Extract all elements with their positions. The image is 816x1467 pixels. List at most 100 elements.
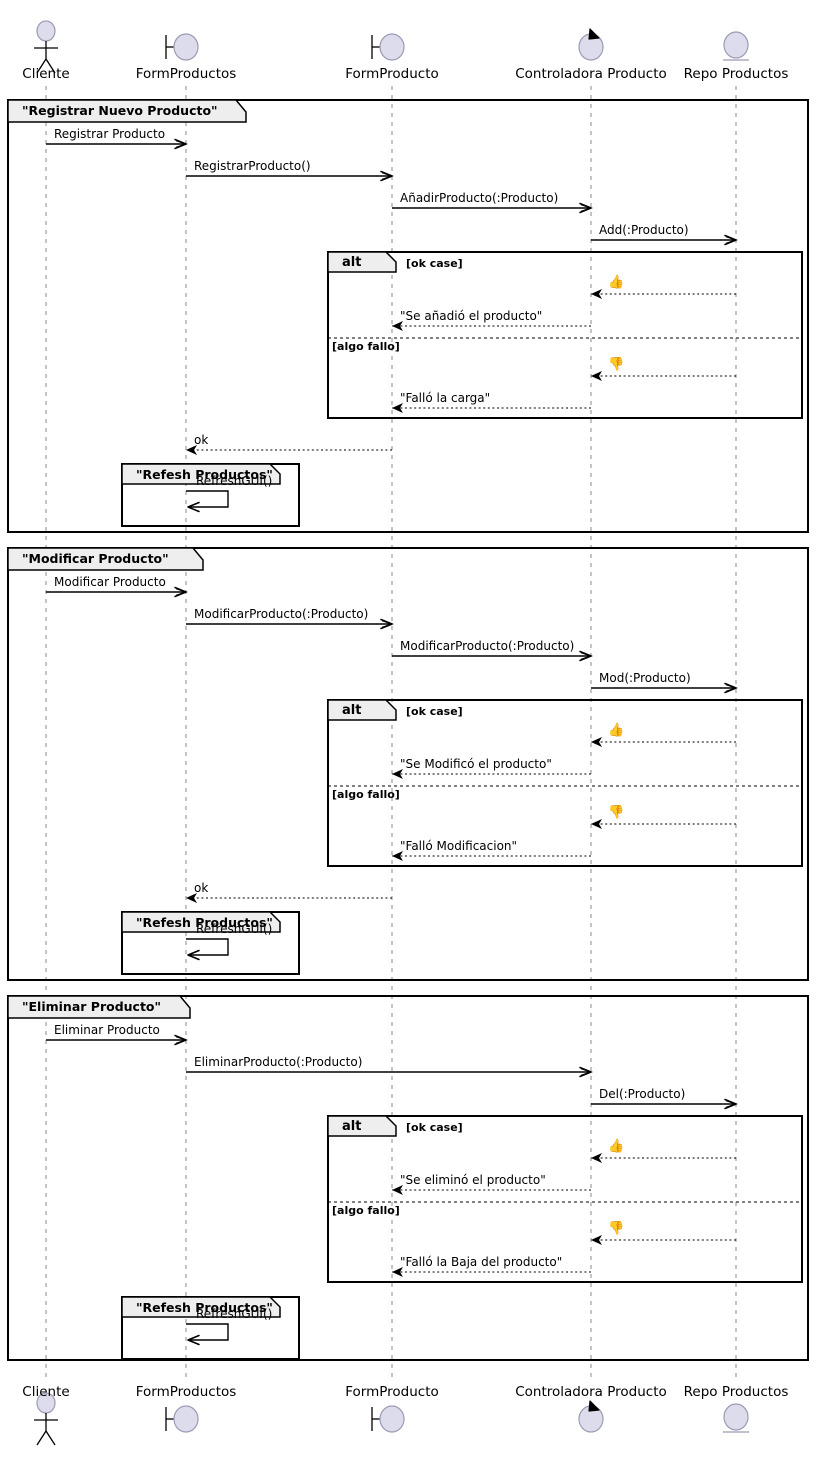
entity-icon-repo-foot	[723, 1403, 749, 1433]
group-modificar-m19-arrowhead	[186, 893, 197, 903]
group-registrar-m2-label: RegistrarProducto()	[194, 159, 311, 173]
group-refesh-1-title: "Refesh Productos"	[136, 467, 273, 482]
alt-eliminar-m27-arrowhead	[392, 1267, 403, 1277]
group-refesh-1-m10-arrowhead	[187, 501, 200, 513]
group-modificar-m13-arrowhead	[579, 650, 592, 662]
thumbs-down-icon: 👎	[608, 805, 625, 820]
participant-label-repo: Repo Productos	[683, 66, 789, 82]
group-registrar-m4-label: Add(:Producto)	[599, 223, 689, 237]
alt-registrar-m5-arrowhead	[591, 289, 602, 299]
alt-eliminar-m27-label: "Falló la Baja del producto"	[400, 1255, 563, 1269]
actor-leg-left	[36, 58, 47, 74]
group-refesh-1-m10-loop	[186, 490, 229, 508]
participant-footlabel-cliente: Cliente	[22, 1384, 70, 1400]
thumbs-up-icon: 👍	[608, 1139, 625, 1154]
group-registrar-m9-label: ok	[194, 433, 209, 447]
entity-icon-repo-head	[723, 31, 749, 61]
group-registrar-title: "Registrar Nuevo Producto"	[22, 103, 218, 118]
participant-label-formproductos: FormProductos	[135, 66, 237, 82]
group-refesh-2-m20-label: RefreshGUI()	[196, 922, 273, 936]
actor-icon-cliente-head	[34, 20, 58, 74]
group-modificar-m14-label: Mod(:Producto)	[599, 671, 691, 685]
participant-label-formproducto: FormProducto	[345, 66, 439, 82]
group-refesh-2-m20-arrowhead	[187, 949, 200, 961]
alt-registrar-guard-0: [ok case]	[406, 257, 463, 270]
boundary-circle	[379, 33, 405, 61]
group-eliminar-m22-arrowhead	[579, 1066, 592, 1078]
group-refesh-2-title: "Refesh Productos"	[136, 915, 273, 930]
thumbs-down-icon: 👎	[608, 1221, 625, 1236]
thumbs-up-icon: 👍	[608, 275, 625, 290]
alt-eliminar-guard-1: [algo fallo]	[332, 1204, 400, 1217]
alt-registrar-keyword: alt	[342, 255, 362, 270]
participant-label-controladora: Controladora Producto	[515, 66, 667, 82]
group-eliminar-m23-arrowhead	[724, 1098, 737, 1110]
alt-modificar-m17-arrowhead	[591, 819, 602, 829]
alt-modificar-m16-arrowhead	[392, 769, 403, 779]
actor-icon-cliente-foot	[34, 1392, 58, 1446]
boundary-circle	[173, 1405, 199, 1433]
boundary-circle	[379, 1405, 405, 1433]
group-refesh-1-tab	[121, 463, 281, 485]
entity-circle	[723, 1403, 749, 1431]
participant-footlabel-controladora: Controladora Producto	[515, 1384, 667, 1400]
group-modificar-m12-label: ModificarProducto(:Producto)	[194, 607, 369, 621]
group-registrar-m3-arrowhead	[579, 202, 592, 214]
alt-registrar-m6-arrowhead	[392, 321, 403, 331]
alt-eliminar-m25-arrowhead	[392, 1185, 403, 1195]
participant-footlabel-repo: Repo Productos	[683, 1384, 789, 1400]
actor-head	[36, 20, 56, 42]
alt-modificar-tab	[327, 699, 397, 721]
boundary-icon-formproductos-foot	[165, 1405, 199, 1433]
alt-registrar-guard-1: [algo fallo]	[332, 340, 400, 353]
group-modificar-m12-arrowhead	[380, 618, 393, 630]
alt-eliminar-tab	[327, 1115, 397, 1137]
alt-eliminar-guard-0: [ok case]	[406, 1121, 463, 1134]
group-refesh-3-title: "Refesh Productos"	[136, 1300, 273, 1315]
participant-label-cliente: Cliente	[22, 66, 70, 82]
group-registrar-m2-arrowhead	[380, 170, 393, 182]
alt-eliminar-m25-label: "Se eliminó el producto"	[400, 1173, 546, 1187]
actor-leg-right	[45, 1430, 56, 1446]
group-registrar-m9-arrowhead	[186, 445, 197, 455]
group-eliminar-title: "Eliminar Producto"	[22, 999, 162, 1014]
group-modificar-m19-label: ok	[194, 881, 209, 895]
control-arrow	[588, 1400, 600, 1412]
alt-eliminar-keyword: alt	[342, 1119, 362, 1134]
thumbs-down-icon: 👎	[608, 357, 625, 372]
participant-footlabel-formproducto: FormProducto	[345, 1384, 439, 1400]
alt-registrar-m8-arrowhead	[392, 403, 403, 413]
group-registrar-m1-arrowhead	[174, 138, 187, 150]
group-registrar-border	[7, 99, 809, 533]
actor-leg-left	[36, 1430, 47, 1446]
alt-eliminar-m24-arrowhead	[591, 1153, 602, 1163]
group-refesh-3-m28-loop	[186, 1323, 229, 1341]
alt-eliminar-m26-arrowhead	[591, 1235, 602, 1245]
alt-registrar-tab	[327, 251, 397, 273]
control-icon-controladora-foot	[578, 1400, 604, 1433]
group-eliminar-border	[7, 995, 809, 1361]
group-eliminar-m21-arrowhead	[174, 1034, 187, 1046]
thumbs-up-icon: 👍	[608, 723, 625, 738]
alt-registrar-m6-label: "Se añadió el producto"	[400, 309, 543, 323]
group-registrar-m3-label: AñadirProducto(:Producto)	[400, 191, 559, 205]
group-eliminar-m21-label: Eliminar Producto	[54, 1023, 160, 1037]
alt-modificar-m18-label: "Falló Modificacion"	[400, 839, 518, 853]
boundary-icon-formproducto-head	[371, 33, 405, 61]
alt-eliminar-border	[327, 1115, 803, 1283]
entity-circle	[723, 31, 749, 59]
boundary-icon-formproducto-foot	[371, 1405, 405, 1433]
control-arrow	[588, 28, 600, 40]
boundary-icon-formproductos-head	[165, 33, 199, 61]
alt-modificar-keyword: alt	[342, 703, 362, 718]
group-eliminar-m23-label: Del(:Producto)	[599, 1087, 686, 1101]
group-modificar-tab	[7, 547, 204, 571]
group-registrar-tab	[7, 99, 247, 123]
group-refesh-3-m28-label: RefreshGUI()	[196, 1307, 273, 1321]
participant-footlabel-formproductos: FormProductos	[135, 1384, 237, 1400]
alt-modificar-border	[327, 699, 803, 867]
actor-leg-right	[45, 58, 56, 74]
group-modificar-m11-arrowhead	[174, 586, 187, 598]
